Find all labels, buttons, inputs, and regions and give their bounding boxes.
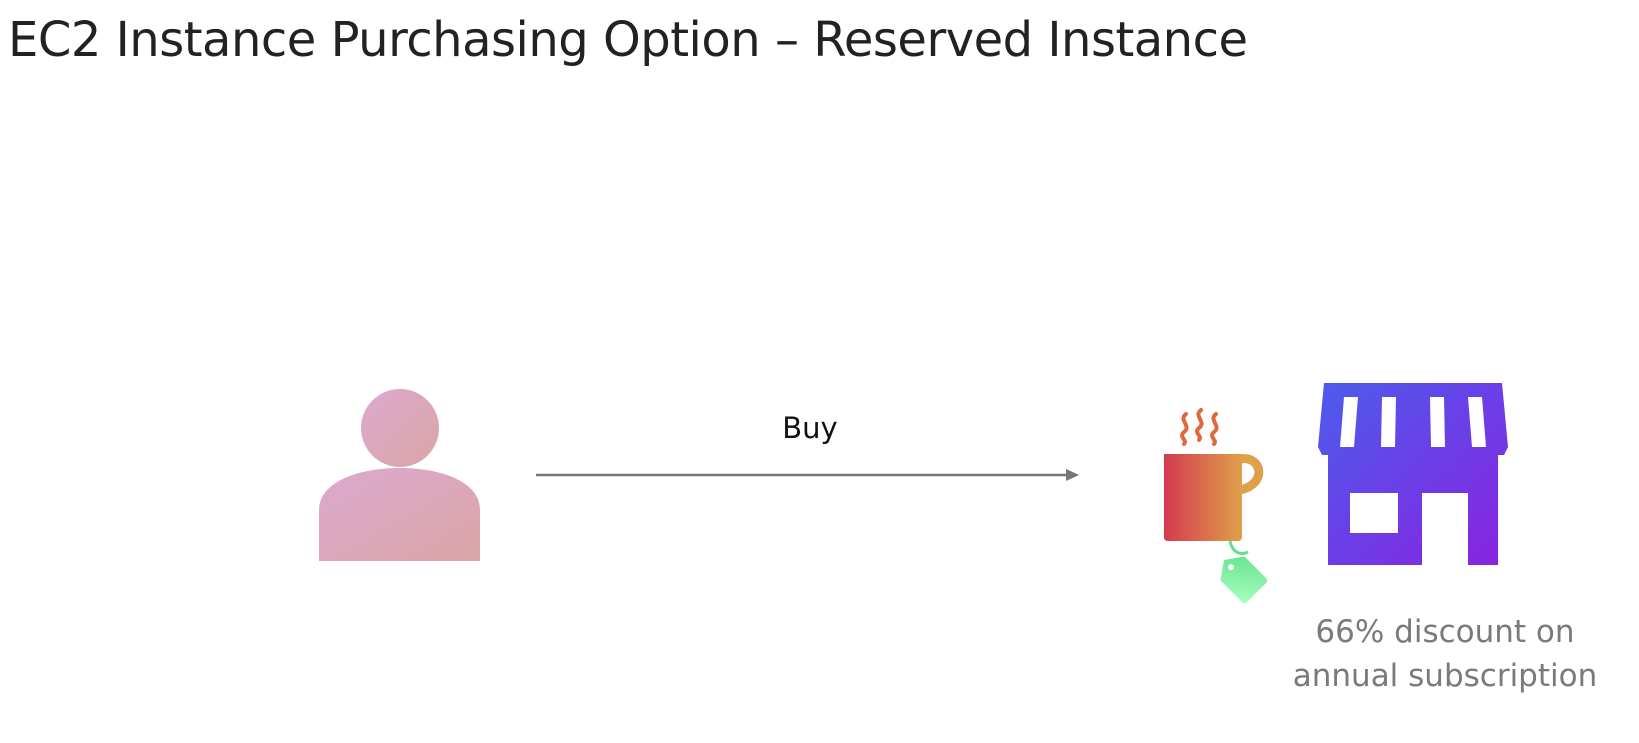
person-body xyxy=(319,468,480,561)
caption-line-2: annual subscription xyxy=(1292,658,1598,694)
storefront-icon xyxy=(1318,383,1508,565)
coffee-mug-icon xyxy=(1164,408,1268,604)
person-icon xyxy=(319,389,480,561)
mug-body xyxy=(1164,454,1242,541)
person-head xyxy=(361,389,439,467)
tag-string xyxy=(1228,540,1249,556)
arrow-head-icon xyxy=(1066,469,1079,481)
buy-label: Buy xyxy=(782,411,838,445)
buy-arrow xyxy=(536,469,1079,481)
slide-title: EC2 Instance Purchasing Option – Reserve… xyxy=(8,12,1248,68)
steam-icon xyxy=(1180,408,1219,446)
caption-line-1: 66% discount on xyxy=(1315,614,1575,650)
discount-caption: 66% discount on annual subscription xyxy=(1255,610,1635,698)
store-shape xyxy=(1318,383,1508,565)
price-tag-icon xyxy=(1220,556,1268,604)
mug-handle xyxy=(1238,454,1264,495)
